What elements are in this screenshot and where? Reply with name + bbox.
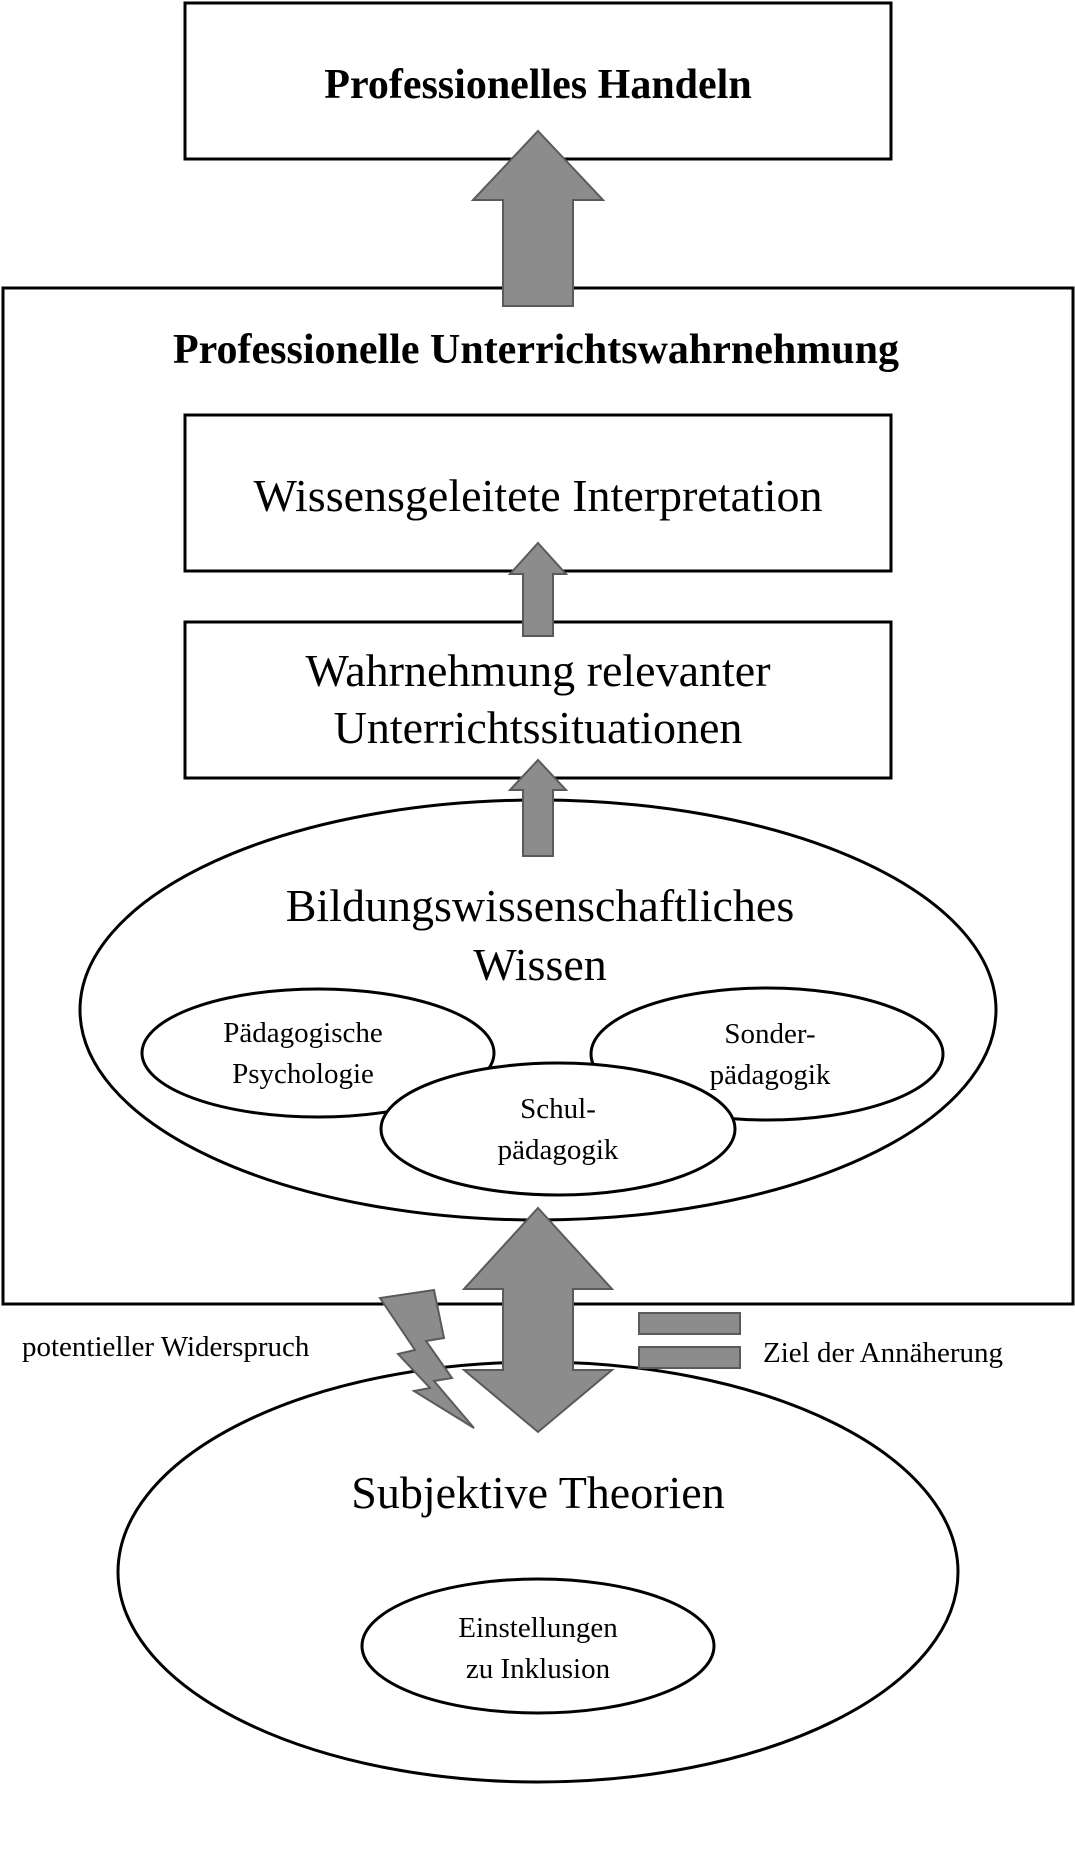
equals-icon-top xyxy=(638,1312,741,1335)
label-wissen-line1: Bildungswissenschaftliches xyxy=(286,880,795,931)
label-wahrnehmung-line2: Unterrichtssituationen xyxy=(334,702,743,753)
ellipse-schulpaedagogik xyxy=(379,1061,737,1197)
double-arrow-icon xyxy=(461,1206,615,1434)
label-ziel-der-annaeherung: Ziel der Annäherung xyxy=(763,1337,1003,1369)
label-professionelles-handeln: Professionelles Handeln xyxy=(324,62,751,108)
up-arrow-icon-small-2 xyxy=(507,758,569,857)
label-einstellungen-line1: Einstellungen xyxy=(458,1612,618,1644)
label-psych-line1: Pädagogische xyxy=(223,1017,382,1049)
label-psych-line2: Psychologie xyxy=(232,1058,374,1090)
label-schul-line1: Schul- xyxy=(520,1093,596,1125)
label-einstellungen-line2: zu Inklusion xyxy=(466,1653,611,1685)
equals-icon-bottom xyxy=(638,1346,741,1369)
label-wahrnehmung-line1: Wahrnehmung relevanter xyxy=(305,645,770,696)
label-subjektive-theorien: Subjektive Theorien xyxy=(351,1467,724,1518)
box-wahrnehmung xyxy=(183,620,893,780)
label-potentieller-widerspruch: potentieller Widerspruch xyxy=(22,1331,310,1363)
lightning-icon xyxy=(378,1288,475,1429)
up-arrow-icon-large xyxy=(470,129,606,307)
label-schul-line2: pädagogik xyxy=(498,1134,619,1166)
ellipse-paedagogische-psychologie xyxy=(140,987,496,1119)
ellipse-einstellungen xyxy=(360,1577,716,1715)
label-wissensgeleitete-interpretation: Wissensgeleitete Interpretation xyxy=(253,470,822,521)
label-sonder-line1: Sonder- xyxy=(724,1018,815,1050)
up-arrow-icon-small-1 xyxy=(507,541,569,637)
label-wissen-line2: Wissen xyxy=(473,939,607,990)
label-sonder-line2: pädagogik xyxy=(710,1059,831,1091)
title-unterrichtswahrnehmung: Professionelle Unterrichtswahrnehmung xyxy=(173,327,899,373)
